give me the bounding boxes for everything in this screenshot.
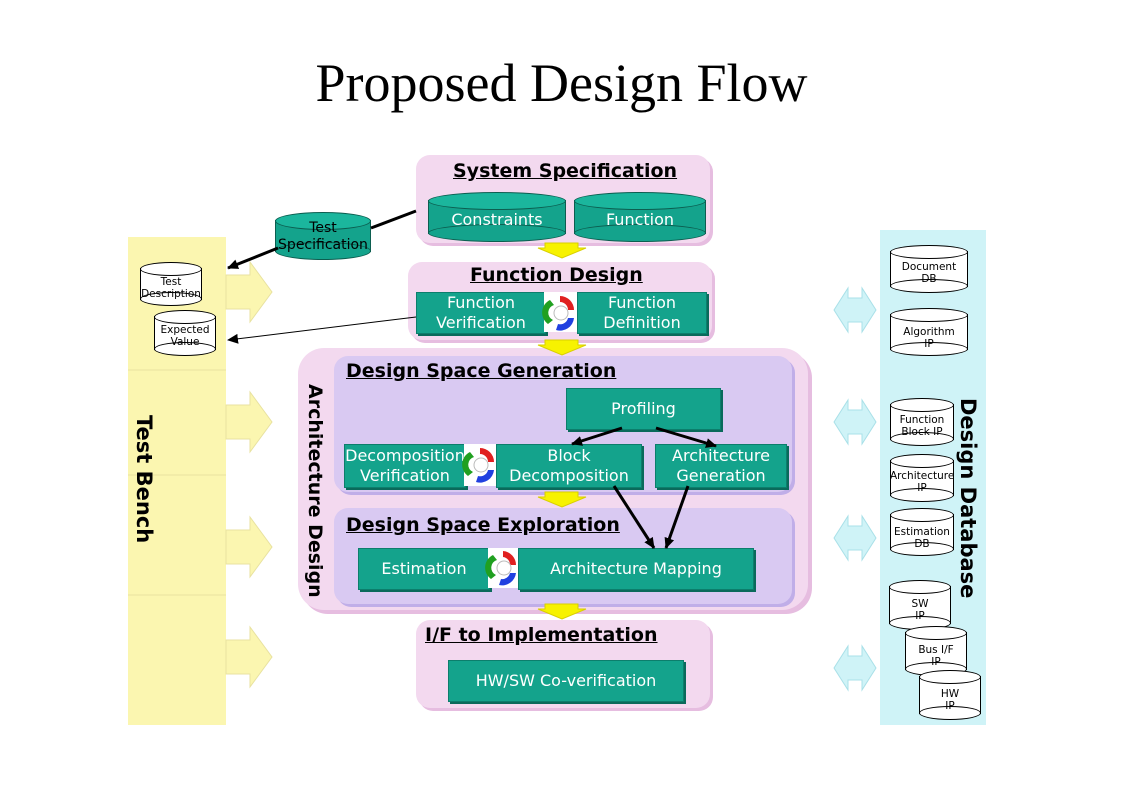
db-arrow-1 — [833, 286, 877, 334]
bus-if-ip-db: Bus I/F IP — [905, 626, 967, 676]
tb-arrow-2 — [225, 390, 273, 454]
block-decomposition-box: Block Decomposition — [496, 444, 642, 488]
architecture-design-label: Architecture Design — [304, 384, 326, 598]
flow-arrow-spec-to-function — [537, 242, 587, 259]
tb-arrow-3 — [225, 515, 273, 579]
tb-arrow-4 — [225, 625, 273, 689]
function-verification-to-expected-value-arrow — [227, 316, 417, 344]
test-specification-db: Test Specification — [275, 212, 371, 260]
system-specification-header: System Specification — [453, 160, 678, 182]
architecture-ip-db: Architecture IP — [890, 454, 954, 502]
estimation-box: Estimation — [358, 548, 490, 590]
hw-sw-coverification-box: HW/SW Co-verification — [448, 660, 684, 702]
architecture-generation-box: Architecture Generation — [655, 444, 787, 488]
architecture-generation-to-mapping-arrow — [664, 485, 690, 549]
test-specification-label: Test Specification — [278, 220, 368, 253]
profiling-to-block-decomposition-arrow — [571, 426, 623, 446]
db-arrow-3 — [833, 514, 877, 562]
if-to-implementation-header: I/F to Implementation — [425, 624, 658, 646]
design-space-generation-header: Design Space Generation — [346, 360, 617, 382]
document-db: Document DB — [890, 245, 968, 293]
algorithm-ip-db: Algorithm IP — [890, 308, 968, 356]
db-arrow-4 — [833, 644, 877, 692]
db-arrow-2 — [833, 398, 877, 446]
design-database-label: Design Database — [956, 398, 980, 599]
flow-arrow-arch-to-if — [537, 603, 587, 620]
expected-value-db: Expected Value — [154, 310, 216, 356]
function-db: Function — [574, 192, 706, 242]
function-design-header: Function Design — [470, 264, 643, 286]
constraints-db: Constraints — [428, 192, 566, 242]
function-definition-box: Function Definition — [577, 292, 707, 334]
cycle-icon-decomposition — [462, 444, 496, 486]
profiling-to-architecture-generation-arrow — [655, 426, 717, 448]
profiling-box: Profiling — [566, 388, 721, 430]
design-space-exploration-header: Design Space Exploration — [346, 514, 620, 536]
expected-value-label: Expected Value — [160, 324, 210, 348]
block-decomposition-to-mapping-arrow — [612, 485, 656, 549]
architecture-mapping-box: Architecture Mapping — [518, 548, 754, 590]
spec-to-test-spec-line — [370, 209, 417, 230]
tb-arrow-1 — [225, 260, 273, 324]
flow-arrow-function-to-arch — [537, 339, 587, 356]
cycle-icon-function-design — [542, 292, 577, 332]
cycle-icon-exploration — [485, 548, 518, 588]
page-title: Proposed Design Flow — [315, 53, 808, 113]
test-spec-to-test-bench-arrow — [227, 246, 279, 270]
test-description-db: Test Description — [140, 262, 202, 306]
decomposition-verification-box: Decomposition Verification — [344, 444, 466, 488]
hw-ip-db: HW IP — [919, 670, 981, 720]
function-block-ip-db: Function Block IP — [890, 398, 954, 446]
test-description-label: Test Description — [141, 276, 201, 300]
test-bench-label: Test Bench — [132, 415, 156, 544]
flow-arrow-gen-to-exploration — [537, 491, 587, 508]
estimation-db: Estimation DB — [890, 508, 954, 556]
